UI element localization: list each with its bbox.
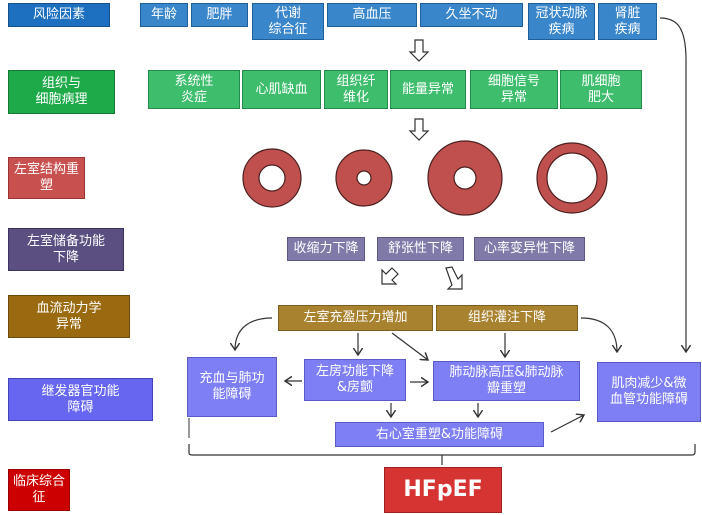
risk-factor: 年龄 (140, 3, 188, 27)
lv-ring-concentric-hypertrophy (427, 140, 503, 216)
arrow-rv-to-muscle (550, 415, 584, 433)
organ-la-dysfunction: 左房功能下降 &房颤 (304, 359, 406, 401)
label-clinical-syndrome: 临床综合征 (8, 469, 70, 511)
risk-factor: 高血压 (327, 3, 417, 27)
organ-rv-dysfunction: 右心室重塑&功能障碍 (335, 422, 544, 447)
arrow-filling-to-congestion (235, 317, 273, 350)
lv-ring-eccentric-hypertrophy (536, 142, 608, 214)
reserve-decline: 心率变异性下降 (474, 237, 585, 261)
reserve-decline: 收缩力下降 (287, 237, 365, 261)
block-arrow-down-2 (408, 118, 430, 141)
organ-muscle-microvascular: 肌肉减少&微 血管功能障碍 (597, 362, 701, 422)
label-organ-dysfunction: 继发器官功能 障碍 (8, 378, 153, 421)
hfpef-outcome: HFpEF (384, 467, 502, 513)
risk-factor: 肥胖 (191, 3, 248, 27)
hemo-tissue-perfusion: 组织灌注下降 (436, 305, 578, 331)
label-risk-factors: 风险因素 (8, 3, 110, 27)
arrow-filling-to-ph (391, 332, 428, 360)
arrow-perfusion-to-muscle (580, 317, 617, 352)
block-arrow-down-1 (408, 39, 430, 62)
cell-pathology: 细胞信号 异常 (470, 70, 558, 109)
reserve-decline: 舒张性下降 (377, 237, 464, 261)
cell-pathology: 系统性 炎症 (148, 70, 240, 109)
risk-factor: 代谢 综合征 (252, 3, 324, 40)
hemo-lv-filling-pressure: 左室充盈压力增加 (278, 305, 433, 331)
lv-ring-normal (242, 148, 302, 208)
organ-congestion: 充血与肺功 能障碍 (187, 357, 277, 417)
lv-ring-concentric-remodeling (335, 149, 393, 207)
label-hemodynamic: 血流动力学 异常 (8, 295, 130, 338)
block-arrow-down-right (445, 266, 463, 290)
label-cell-pathology: 组织与 细胞病理 (8, 70, 115, 114)
cell-pathology: 肌细胞 肥大 (560, 70, 642, 109)
cell-pathology: 心肌缺血 (242, 70, 321, 109)
cell-pathology: 能量异常 (390, 70, 466, 109)
organ-pulmonary-hypertension: 肺动脉高压&肺动脉 瓣重塑 (433, 361, 580, 401)
risk-factor: 久坐不动 (420, 3, 523, 27)
block-arrow-down-left (381, 267, 399, 285)
cell-pathology: 组织纤 维化 (324, 70, 388, 109)
label-lv-remodeling: 左室结构重塑 (8, 157, 85, 199)
label-lv-reserve: 左室储备功能 下降 (8, 228, 124, 271)
risk-factor: 肾脏 疾病 (598, 3, 657, 40)
summary-brace (188, 444, 696, 465)
arrow-kidney-to-muscle (659, 17, 686, 352)
risk-factor: 冠状动脉 疾病 (528, 3, 595, 40)
